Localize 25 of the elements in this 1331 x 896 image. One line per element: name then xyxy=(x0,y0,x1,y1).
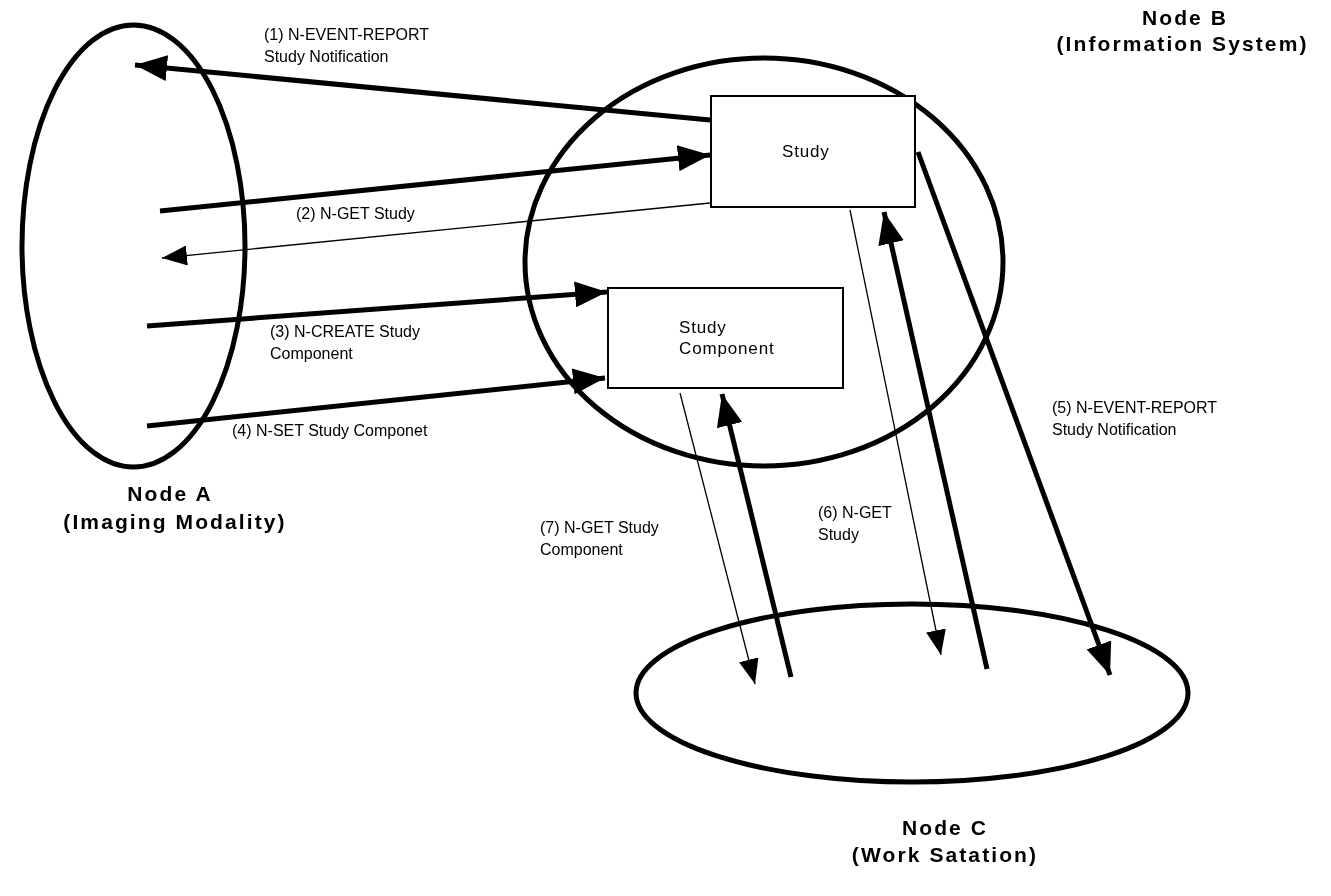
node-heading: (Work Satation) xyxy=(850,842,1040,868)
arrow xyxy=(146,368,606,429)
node-heading: Node A xyxy=(126,481,214,507)
arrow xyxy=(679,392,759,685)
edge-label: (4) N-SET Study Componet xyxy=(232,421,429,441)
edge-label: (2) N-GET Study xyxy=(296,204,416,224)
arrow xyxy=(146,281,608,329)
arrow xyxy=(161,202,711,266)
box-label: Study xyxy=(782,140,830,163)
edge-label: (7) N-GET Study Component xyxy=(540,518,660,560)
arrow xyxy=(915,151,1113,676)
arrow xyxy=(878,211,990,670)
node-heading: (Information System) xyxy=(1055,31,1310,57)
arrow xyxy=(159,145,711,214)
arrow xyxy=(716,393,794,678)
edge-label: (1) N-EVENT-REPORT Study Notification xyxy=(264,25,431,67)
arrow xyxy=(849,209,946,656)
box-label: Study Component xyxy=(679,316,776,360)
arrow xyxy=(134,55,711,123)
edge-label: (6) N-GET Study xyxy=(818,503,893,545)
node-heading: (Imaging Modality) xyxy=(62,509,288,535)
edge-label: (3) N-CREATE Study Component xyxy=(270,322,421,364)
node-heading: Node B xyxy=(1140,5,1230,31)
node-heading: Node C xyxy=(900,815,990,841)
edge-label: (5) N-EVENT-REPORT Study Notification xyxy=(1052,398,1219,440)
